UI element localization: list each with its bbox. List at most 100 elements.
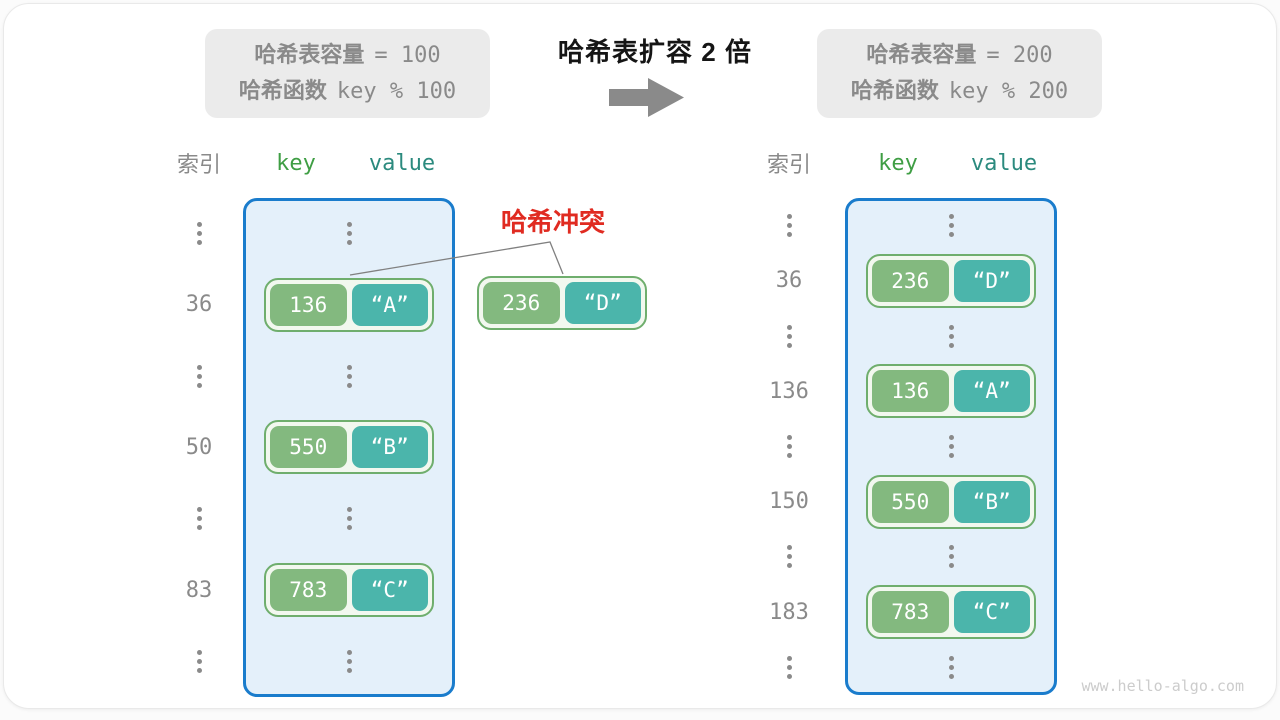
dot bbox=[786, 443, 792, 449]
index-label: 83 bbox=[185, 577, 213, 603]
watermark: www.hello-algo.com bbox=[1081, 677, 1244, 695]
dot bbox=[948, 655, 954, 661]
ellipsis-vertical-icon bbox=[196, 222, 202, 246]
dot bbox=[948, 223, 954, 229]
index-cell bbox=[733, 214, 845, 238]
index-label: 50 bbox=[185, 434, 213, 460]
dot bbox=[346, 382, 352, 388]
ellipsis-vertical-icon bbox=[346, 222, 352, 246]
ellipsis-vertical-icon bbox=[346, 649, 352, 673]
diagram-card bbox=[3, 3, 1277, 709]
index-cell: 150 bbox=[733, 489, 845, 514]
index-cell bbox=[155, 649, 243, 673]
key-value-pair: 236 “D” bbox=[477, 276, 647, 330]
ellipsis-vertical-icon bbox=[948, 324, 954, 348]
dot bbox=[346, 658, 352, 664]
dot bbox=[948, 443, 954, 449]
bucket-slot bbox=[243, 364, 455, 388]
hash-fn-label: 哈希函数 bbox=[850, 78, 939, 103]
dot bbox=[786, 545, 792, 551]
hash-fn-value: key % 200 bbox=[948, 79, 1069, 104]
bucket-slot: 783“C” bbox=[243, 563, 455, 618]
ellipsis-vertical-icon bbox=[948, 655, 954, 679]
bucket-slot: 550“B” bbox=[845, 474, 1057, 529]
dot bbox=[948, 673, 954, 679]
bucket-slot bbox=[845, 434, 1057, 458]
dot bbox=[948, 232, 954, 238]
table-row: 150 550“B” bbox=[733, 474, 1057, 529]
dot bbox=[196, 240, 202, 246]
dot bbox=[786, 434, 792, 440]
dot bbox=[346, 525, 352, 531]
index-cell: 36 bbox=[155, 292, 243, 317]
index-cell bbox=[733, 434, 845, 458]
bucket-slot: 783“C” bbox=[845, 585, 1057, 640]
index-header: 索引 bbox=[176, 152, 221, 177]
collision-label: 哈希冲突 bbox=[500, 207, 605, 237]
dot bbox=[786, 563, 792, 569]
index-label: 150 bbox=[769, 489, 809, 515]
ellipsis-vertical-icon bbox=[786, 434, 792, 458]
index-header: 索引 bbox=[766, 152, 811, 177]
key-value-pair: 783“C” bbox=[264, 563, 434, 618]
dot bbox=[948, 434, 954, 440]
bucket-slot: 136“A” bbox=[845, 364, 1057, 419]
pair-key: 236 bbox=[483, 282, 560, 324]
capacity-value: = 100 bbox=[374, 43, 441, 68]
ellipsis-vertical-icon bbox=[948, 434, 954, 458]
dot bbox=[948, 664, 954, 670]
table-row bbox=[733, 198, 1057, 253]
hash-fn-line: 哈希函数 key % 200 bbox=[851, 76, 1068, 107]
ellipsis-vertical-icon bbox=[786, 655, 792, 679]
kv-header-cell: key value bbox=[845, 151, 1057, 176]
dot bbox=[196, 649, 202, 655]
pair-key: 236 bbox=[872, 259, 949, 302]
key-value-pair: 236“D” bbox=[866, 253, 1036, 308]
key-value-pair: 136“A” bbox=[866, 364, 1036, 419]
table-row bbox=[155, 626, 455, 697]
bucket-slot bbox=[243, 649, 455, 673]
dot bbox=[786, 655, 792, 661]
table-row bbox=[733, 640, 1057, 695]
index-cell: 83 bbox=[155, 578, 243, 603]
pair-key: 550 bbox=[872, 480, 949, 523]
dot bbox=[346, 222, 352, 228]
bucket-slot: 550“B” bbox=[243, 420, 455, 475]
ellipsis-vertical-icon bbox=[948, 545, 954, 569]
pair-value: “D” bbox=[953, 259, 1030, 302]
dot bbox=[346, 231, 352, 237]
dot bbox=[196, 373, 202, 379]
index-cell: 50 bbox=[155, 435, 243, 460]
index-label: 36 bbox=[185, 292, 213, 318]
ellipsis-vertical-icon bbox=[786, 214, 792, 238]
bucket-slot bbox=[845, 324, 1057, 348]
key-value-pair: 550“B” bbox=[264, 420, 434, 475]
dot bbox=[786, 223, 792, 229]
pair-key: 783 bbox=[270, 569, 347, 612]
dot bbox=[948, 214, 954, 220]
table-row: 83 783“C” bbox=[155, 554, 455, 625]
dot bbox=[786, 452, 792, 458]
pair-key: 136 bbox=[872, 370, 949, 413]
pair-value: “A” bbox=[953, 370, 1030, 413]
table-row bbox=[155, 198, 455, 269]
key-value-pair: 783“C” bbox=[866, 585, 1036, 640]
expand-arrow-icon bbox=[609, 78, 685, 118]
table-row bbox=[733, 529, 1057, 584]
index-cell: 36 bbox=[733, 268, 845, 293]
bucket-slot bbox=[845, 545, 1057, 569]
dot bbox=[196, 516, 202, 522]
dot bbox=[948, 333, 954, 339]
right-table-headers: 索引 key value bbox=[733, 148, 1057, 178]
index-cell: 183 bbox=[733, 600, 845, 625]
ellipsis-vertical-icon bbox=[346, 364, 352, 388]
dot bbox=[948, 563, 954, 569]
dot bbox=[786, 324, 792, 330]
collision-line bbox=[349, 241, 564, 276]
dot bbox=[346, 507, 352, 513]
kv-header-cell: key value bbox=[243, 151, 455, 176]
index-cell bbox=[155, 364, 243, 388]
pair-value: “C” bbox=[953, 591, 1030, 634]
